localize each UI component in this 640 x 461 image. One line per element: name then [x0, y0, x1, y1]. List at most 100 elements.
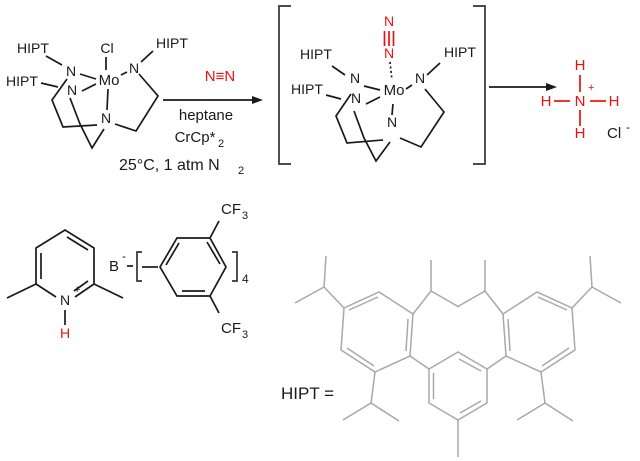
h-label: H — [541, 93, 552, 110]
left-ring — [340, 291, 414, 373]
open-bracket — [136, 251, 142, 282]
bond-mo-n — [405, 84, 413, 90]
lutidinium-cation: N + H — [6, 228, 124, 341]
n-label: N — [351, 90, 361, 106]
chloride-label: Cl — [607, 125, 621, 142]
bond-hipt-n — [40, 82, 59, 88]
cf3-label: CF — [221, 201, 241, 218]
isopropyl-methyl — [456, 290, 486, 308]
right-bracket — [473, 5, 486, 165]
hipt-label: HIPT — [17, 40, 49, 56]
n-label: N — [415, 70, 425, 86]
double-bond-inner — [346, 347, 375, 367]
acidic-proton-label: H — [60, 325, 70, 341]
ammonium-chloride: H H N H H + Cl - — [541, 57, 630, 142]
isopropyl-group — [412, 260, 432, 315]
bond-n-hipt — [140, 50, 154, 63]
n-label: N — [66, 63, 76, 79]
isopropyl-group — [540, 371, 574, 422]
n2-bottom-label: N — [384, 45, 394, 61]
cl-label: Cl — [100, 40, 113, 56]
double-bond-inner — [537, 296, 568, 311]
n2-top-label: N — [384, 13, 394, 29]
cage-arm — [51, 78, 98, 128]
biphenyl-bond — [409, 355, 430, 370]
double-bond-inner — [73, 280, 89, 292]
reactant-complex: HIPT Cl HIPT HIPT N N Mo N N — [6, 35, 188, 150]
bond-cf3 — [209, 220, 220, 239]
double-bond-inner — [66, 236, 89, 251]
plus-charge: + — [74, 284, 80, 296]
minus-charge: - — [122, 249, 126, 263]
n-label: N — [387, 114, 397, 130]
h-label: H — [575, 125, 586, 142]
double-bond-inner — [541, 347, 570, 367]
boron-label: B — [109, 258, 119, 275]
isopropyl-methyl — [370, 402, 400, 422]
bond-n-hipt — [426, 62, 441, 76]
biphenyl-bond — [486, 355, 507, 370]
arrow-head — [546, 83, 557, 91]
hipt-label: HIPT — [156, 35, 188, 51]
cf3-subscript: 3 — [242, 210, 248, 222]
n-label: N — [575, 93, 586, 110]
hipt-structure: HIPT = — [281, 255, 622, 457]
bond-n-mo — [79, 73, 97, 80]
hipt-definition-label: HIPT = — [281, 384, 334, 403]
right-ring — [502, 291, 576, 373]
borate-anion: B - CF 3 CF 3 4 — [109, 201, 249, 341]
double-bond-inner — [165, 242, 180, 266]
isopropyl-methyl — [591, 286, 622, 304]
h-label: H — [609, 93, 620, 110]
isopropyl-group — [571, 255, 593, 309]
mo-label: Mo — [384, 82, 405, 99]
reductant-label: CrCp* — [175, 129, 216, 146]
bond-mo-namine — [391, 103, 394, 116]
close-bracket — [232, 251, 238, 282]
arrow-head — [252, 96, 263, 104]
double-bond-inner — [459, 400, 482, 414]
dative-bond-dotted — [389, 61, 393, 81]
bond-mo-namine — [106, 88, 109, 111]
double-bond-inner — [348, 296, 379, 311]
conditions-subscript: 2 — [238, 165, 244, 177]
ring-edge — [35, 228, 95, 298]
cage-arm — [399, 88, 446, 149]
reductant-subscript: 2 — [218, 138, 224, 150]
plus-charge: + — [588, 82, 594, 94]
bond-n-mo — [365, 96, 381, 105]
n2-reagent-label: N≡N — [205, 68, 235, 85]
hipt-label: HIPT — [444, 44, 476, 60]
bond-n-mo — [363, 85, 381, 91]
double-bond-inner — [405, 318, 409, 352]
methyl-bond — [93, 283, 124, 299]
n-label: N — [101, 110, 111, 126]
cage-arm — [353, 110, 391, 163]
n-label: N — [67, 82, 77, 98]
isopropyl-group — [323, 255, 345, 309]
h-label: H — [575, 57, 586, 74]
cf3-subscript: 3 — [242, 329, 248, 341]
double-bond-inner — [206, 241, 221, 265]
bond-hipt-n — [45, 55, 63, 66]
isopropyl-methyl — [294, 286, 325, 304]
cage-arm — [114, 73, 160, 133]
isopropyl-methyl — [516, 402, 546, 421]
n-label: N — [129, 60, 139, 76]
isopropyl-group — [484, 260, 504, 315]
isopropyl-methyl — [430, 290, 460, 308]
bond-n-mo — [81, 83, 97, 92]
central-ring — [428, 351, 488, 421]
product-arrow — [489, 83, 557, 91]
bond-mo-n — [120, 71, 128, 76]
hipt-label: HIPT — [6, 73, 38, 89]
conditions-label: 25°C, 1 atm N — [119, 157, 220, 174]
hipt-label: HIPT — [291, 81, 323, 97]
n-label: N — [350, 70, 360, 86]
double-bond-inner — [458, 358, 482, 372]
left-bracket — [278, 5, 291, 165]
cage-arm — [69, 97, 105, 150]
bracket-subscript-4: 4 — [242, 272, 249, 286]
